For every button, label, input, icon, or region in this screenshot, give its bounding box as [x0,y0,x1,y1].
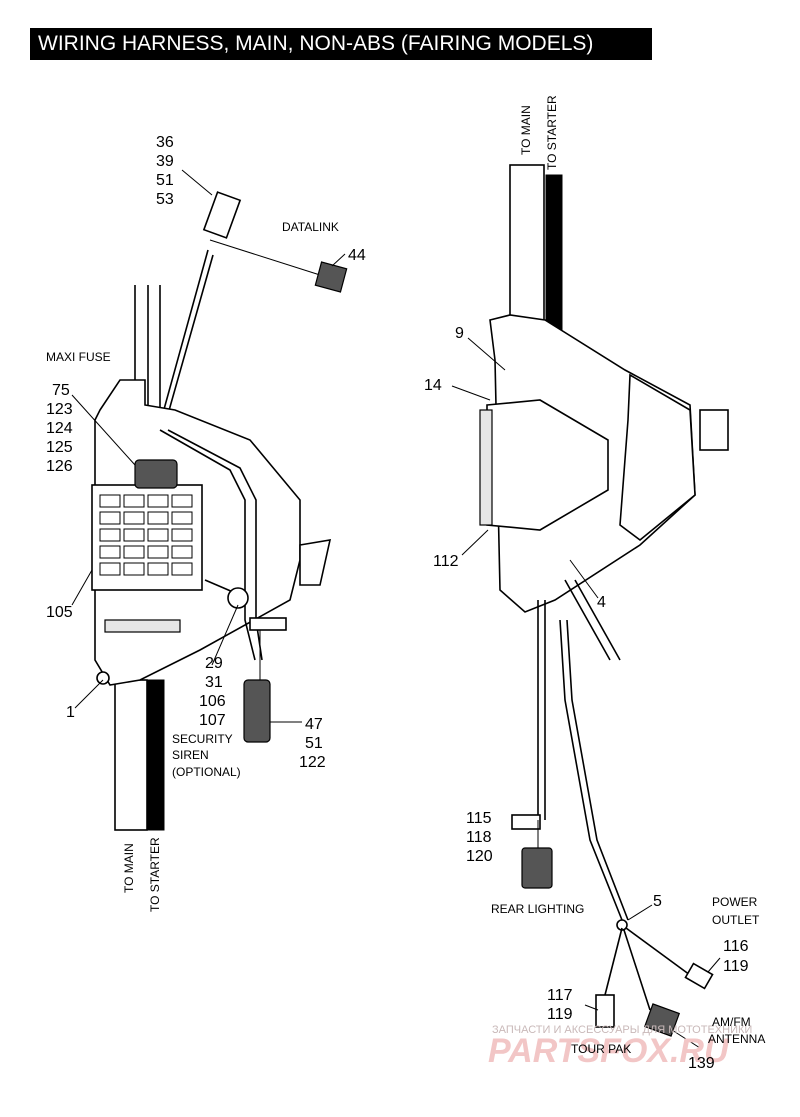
callout-123: 123 [46,401,73,418]
callout-124: 124 [46,420,73,437]
fuse-box [91,484,203,591]
callout-31: 31 [205,674,223,691]
callout-4: 4 [597,594,606,611]
callout-53: 53 [156,191,174,208]
callout-126: 126 [46,458,73,475]
callout-105: 105 [46,604,73,621]
label-right-to-main: TO MAIN [519,105,533,155]
callout-106: 106 [199,693,226,710]
callout-116: 116 [723,938,749,955]
label-optional: (OPTIONAL) [172,765,241,779]
callout-119: 119 [723,958,749,975]
callout-47: 47 [305,716,323,733]
callout-115: 115 [466,810,492,827]
callout-112: 112 [433,553,459,570]
callout-119b: 119 [547,1006,573,1023]
label-maxi-fuse: MAXI FUSE [46,350,111,364]
callout-117: 117 [547,987,573,1004]
datalink-connector [314,261,348,293]
left-assembly [71,169,348,831]
left-starter-cable [147,679,165,831]
label-left-to-main: TO MAIN [122,843,136,893]
callout-139: 139 [688,1055,715,1072]
callout-120: 120 [466,848,493,865]
label-am-fm: AM/FM [712,1015,751,1029]
connector-36 [202,191,242,239]
callout-1: 1 [66,704,75,721]
callout-118: 118 [466,829,492,846]
page-title: WIRING HARNESS, MAIN, NON-ABS (FAIRING M… [30,28,652,60]
label-security: SECURITY [172,732,233,746]
callout-122: 122 [299,754,326,771]
watermark-text: ЗАПЧАСТИ И АКСЕССУАРЫ ДЛЯ МОТОТЕХНИКИ [492,1024,752,1036]
callout-36: 36 [156,134,174,151]
tour-pak-connector [595,994,615,1028]
callout-107: 107 [199,712,226,729]
label-tour-pak: TOUR PAK [571,1042,631,1056]
label-right-to-starter: TO STARTER [545,95,559,170]
antenna-connector [643,1003,681,1037]
right-assembly [451,164,729,1049]
label-datalink: DATALINK [282,220,339,234]
maxi-fuse [134,459,178,489]
label-outlet: OUTLET [712,913,760,927]
callout-44: 44 [348,247,366,264]
label-siren: SIREN [172,748,209,762]
callout-9: 9 [455,325,464,342]
callout-125: 125 [46,439,73,456]
callout-5: 5 [653,893,662,910]
callout-14: 14 [424,377,442,394]
callout-51b: 51 [305,735,323,752]
label-antenna: ANTENNA [708,1032,765,1046]
siren-connector [243,679,271,743]
callout-29: 29 [205,655,223,672]
callout-39: 39 [156,153,174,170]
label-rear-lighting: REAR LIGHTING [491,902,584,916]
callout-51: 51 [156,172,174,189]
label-power: POWER [712,895,758,909]
callout-75: 75 [52,382,70,399]
rear-lighting-connector [521,847,553,889]
left-main-trunk [114,679,148,831]
label-left-to-starter: TO STARTER [148,837,162,912]
watermark-logo: PARTSFOX.RU [488,1032,730,1070]
power-outlet-connector [684,962,714,990]
